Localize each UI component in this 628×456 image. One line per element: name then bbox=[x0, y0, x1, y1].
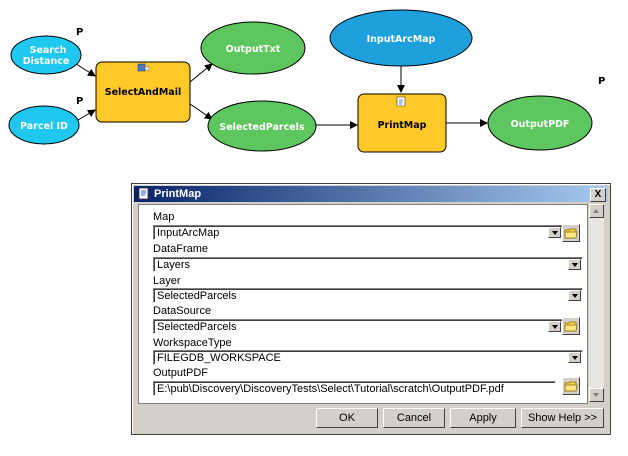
scroll-down-button[interactable] bbox=[589, 388, 604, 402]
datasource-label: DataSource bbox=[153, 305, 212, 317]
node-selected-parcels[interactable]: SelectedParcels bbox=[207, 100, 317, 152]
map-label: Map bbox=[153, 211, 175, 223]
workspace-type-label: WorkspaceType bbox=[153, 337, 232, 349]
parameter-marker-output: P bbox=[598, 76, 605, 87]
vertical-scrollbar[interactable] bbox=[589, 204, 604, 402]
cancel-button[interactable]: Cancel bbox=[383, 408, 445, 428]
selected-parcels-label: SelectedParcels bbox=[219, 122, 305, 133]
node-print-map[interactable]: PrintMap bbox=[357, 93, 447, 153]
connector-parcel-to-select bbox=[77, 109, 96, 121]
printmap-dialog: PrintMap X Map InputArcMap DataFrame Lay… bbox=[131, 183, 611, 435]
node-output-txt[interactable]: OutputTxt bbox=[200, 21, 306, 75]
close-button[interactable]: X bbox=[590, 188, 606, 202]
chevron-down-icon[interactable] bbox=[568, 352, 581, 363]
output-pdf-value: E:\pub\Discovery\DiscoveryTests\Select\T… bbox=[157, 383, 504, 395]
chevron-down-icon[interactable] bbox=[568, 259, 581, 270]
map-select[interactable]: InputArcMap bbox=[153, 225, 563, 240]
chevron-down-icon[interactable] bbox=[548, 227, 561, 238]
apply-button[interactable]: Apply bbox=[450, 408, 516, 428]
datasource-select[interactable]: SelectedParcels bbox=[153, 319, 563, 334]
select-and-mail-label: SelectAndMail bbox=[105, 87, 181, 98]
show-help-button[interactable]: Show Help >> bbox=[521, 408, 604, 428]
connector-select-to-selectedparcels bbox=[189, 103, 213, 120]
node-parcel-id[interactable]: Parcel ID bbox=[8, 105, 80, 145]
layer-label: Layer bbox=[153, 275, 181, 287]
dataframe-value: Layers bbox=[157, 259, 191, 271]
tool-icon bbox=[138, 187, 149, 200]
dataframe-select[interactable]: Layers bbox=[153, 257, 583, 272]
node-output-pdf[interactable]: OutputPDF bbox=[487, 95, 593, 151]
dialog-title: PrintMap bbox=[154, 188, 202, 200]
layer-select[interactable]: SelectedParcels bbox=[153, 288, 583, 303]
workspace-type-value: FILEGDB_WORKSPACE bbox=[157, 352, 281, 364]
script-tool-icon bbox=[396, 96, 406, 107]
datasource-value: SelectedParcels bbox=[157, 321, 237, 333]
browse-output-pdf-button[interactable] bbox=[562, 377, 580, 395]
map-value: InputArcMap bbox=[157, 227, 220, 239]
workspace-type-select[interactable]: FILEGDB_WORKSPACE bbox=[153, 350, 583, 365]
folder-icon bbox=[564, 321, 578, 332]
layer-value: SelectedParcels bbox=[157, 290, 237, 302]
folder-icon bbox=[564, 381, 578, 392]
connectors bbox=[69, 59, 488, 129]
output-pdf-input[interactable]: E:\pub\Discovery\DiscoveryTests\Select\T… bbox=[153, 381, 556, 396]
node-select-and-mail[interactable]: SelectAndMail bbox=[95, 61, 191, 123]
dataframe-label: DataFrame bbox=[153, 243, 209, 255]
parameter-marker-search: P bbox=[76, 27, 83, 38]
parcel-id-label: Parcel ID bbox=[20, 121, 68, 132]
scroll-up-button[interactable] bbox=[589, 204, 604, 218]
chevron-down-icon[interactable] bbox=[568, 290, 581, 301]
node-input-arc-map[interactable]: InputArcMap bbox=[329, 9, 473, 67]
connector-select-to-outputtxt bbox=[189, 63, 213, 83]
output-pdf-label: OutputPDF bbox=[153, 367, 209, 379]
browse-datasource-button[interactable] bbox=[562, 317, 580, 335]
input-arc-map-label: InputArcMap bbox=[367, 34, 436, 45]
folder-icon bbox=[564, 228, 578, 239]
dialog-titlebar[interactable]: PrintMap X bbox=[134, 186, 608, 202]
parameters-panel: Map InputArcMap DataFrame Layers Layer S… bbox=[138, 204, 588, 404]
parameter-marker-parcel: P bbox=[76, 96, 83, 107]
chevron-down-icon[interactable] bbox=[548, 321, 561, 332]
print-map-label: PrintMap bbox=[378, 120, 427, 131]
output-pdf-label: OutputPDF bbox=[511, 119, 570, 130]
browse-map-button[interactable] bbox=[562, 224, 580, 242]
ok-button[interactable]: OK bbox=[316, 408, 378, 428]
tool-icon bbox=[137, 63, 150, 72]
output-txt-label: OutputTxt bbox=[226, 44, 281, 55]
